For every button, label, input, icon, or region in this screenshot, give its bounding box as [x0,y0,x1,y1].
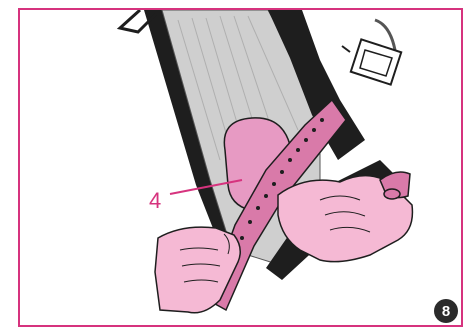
callout-number: 4 [149,188,161,214]
seat-strap-illustration [20,10,463,327]
illustration-frame: 4 8 [18,8,463,327]
buckle-icon [342,39,401,84]
step-number-badge: 8 [434,299,458,323]
